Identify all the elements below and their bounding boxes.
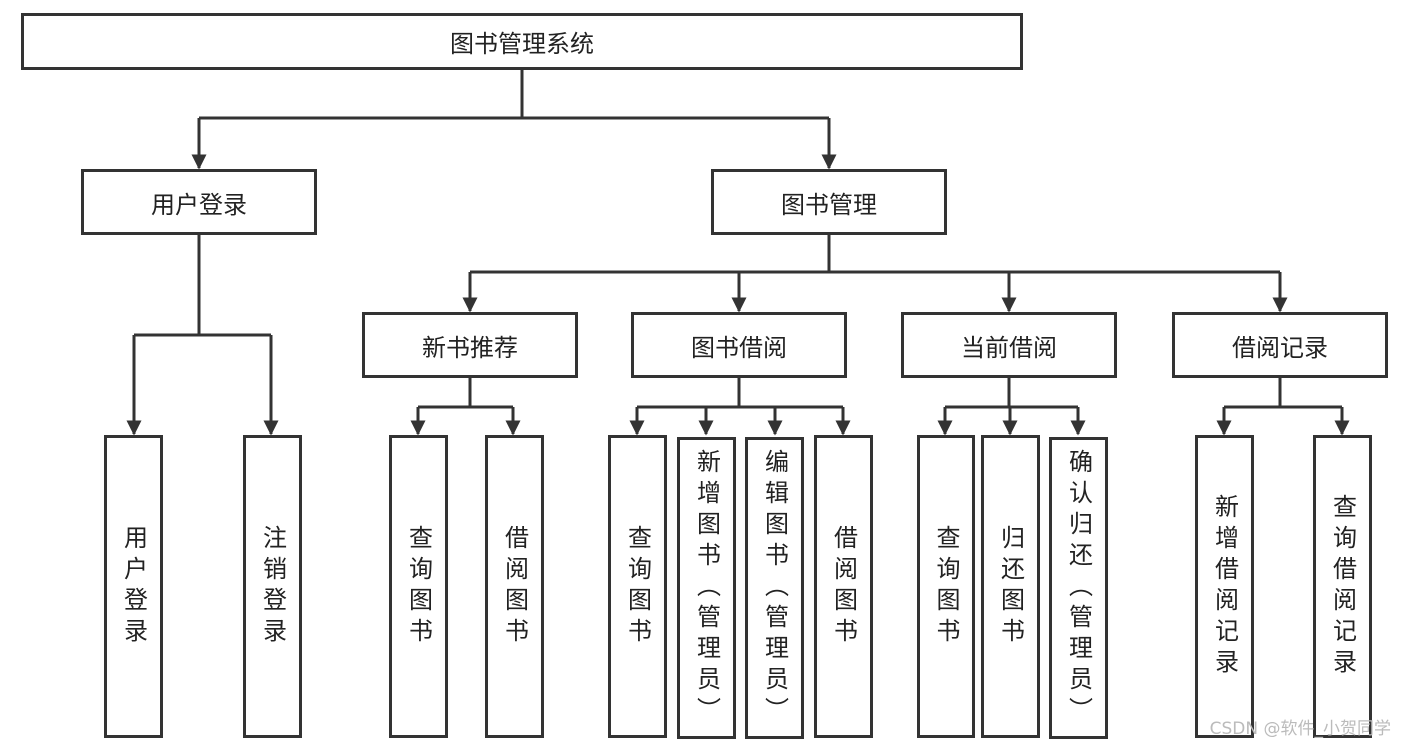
leaf-confirm-return-admin: 确认归还（管理员） (1049, 437, 1108, 739)
leaf-label: 注销登录 (258, 524, 287, 649)
leaf-label: 查询图书 (404, 524, 433, 649)
connector-book-mgmt (470, 234, 1280, 274)
node-current-borrow: 当前借阅 (901, 312, 1117, 378)
node-label: 图书管理 (781, 190, 877, 219)
leaf-label: 查询图书 (932, 524, 960, 649)
leaf-return-book: 归还图书 (981, 435, 1040, 738)
leaf-label: 查询图书 (623, 524, 652, 649)
leaf-label: 编辑图书（管理员） (760, 448, 789, 728)
leaf-add-borrow-record: 新增借阅记录 (1195, 435, 1254, 738)
leaf-label: 新增借阅记录 (1210, 493, 1239, 680)
connector-current (945, 377, 1078, 409)
node-label: 借阅记录 (1232, 333, 1328, 362)
leaf-borrow-book: 借阅图书 (485, 435, 544, 738)
leaf-label: 查询借阅记录 (1328, 493, 1357, 680)
leaf-label: 归还图书 (996, 524, 1025, 649)
leaf-borrow-book: 借阅图书 (814, 435, 873, 738)
leaf-logout: 注销登录 (243, 435, 302, 738)
node-new-book-recommend: 新书推荐 (362, 312, 578, 378)
connector-user-login (134, 234, 271, 337)
watermark: CSDN @软件_小贺同学 (1209, 719, 1391, 739)
leaf-query-book: 查询图书 (389, 435, 448, 738)
node-book-management: 图书管理 (711, 169, 947, 235)
leaf-query-borrow-record: 查询借阅记录 (1313, 435, 1372, 738)
leaf-label: 用户登录 (119, 524, 148, 649)
leaf-user-login: 用户登录 (104, 435, 163, 738)
leaf-label: 借阅图书 (500, 524, 529, 649)
connector-borrow (637, 377, 843, 409)
root-label: 图书管理系统 (450, 30, 594, 58)
connector-records (1224, 377, 1342, 409)
leaf-query-book: 查询图书 (917, 435, 975, 738)
node-label: 图书借阅 (691, 333, 787, 362)
leaf-query-book: 查询图书 (608, 435, 667, 738)
leaf-add-book-admin: 新增图书（管理员） (677, 437, 736, 739)
leaf-label: 确认归还（管理员） (1064, 448, 1093, 728)
connector-new-books (418, 377, 513, 409)
node-book-borrow: 图书借阅 (631, 312, 847, 378)
node-label: 新书推荐 (422, 333, 518, 362)
root-node: 图书管理系统 (21, 13, 1023, 70)
leaf-label: 借阅图书 (829, 524, 858, 649)
leaf-label: 新增图书（管理员） (692, 448, 721, 728)
node-label: 用户登录 (151, 190, 247, 219)
connector-root (199, 69, 829, 120)
leaf-edit-book-admin: 编辑图书（管理员） (745, 437, 804, 739)
node-user-login: 用户登录 (81, 169, 317, 235)
node-borrow-records: 借阅记录 (1172, 312, 1388, 378)
node-label: 当前借阅 (961, 333, 1057, 362)
